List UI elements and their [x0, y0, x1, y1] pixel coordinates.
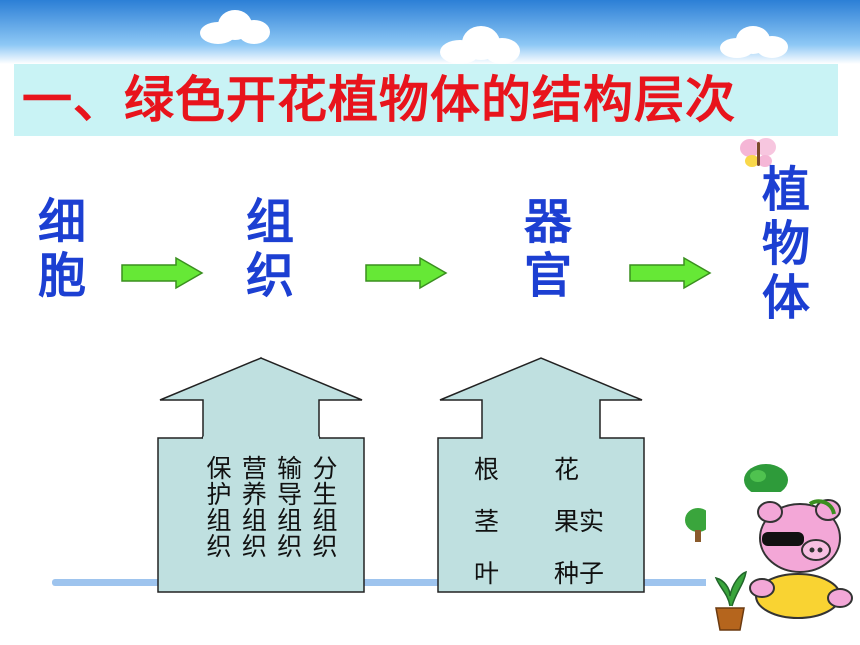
organ-fruit: 果实 — [554, 507, 605, 536]
organ-leaf: 叶 — [474, 559, 500, 588]
organ-up-arrow-box — [437, 357, 645, 593]
potted-plant-icon — [714, 570, 747, 631]
tissue-list: 保护组织 营养组织 输导组织 分生组织 — [200, 455, 340, 575]
cloud-decoration — [720, 26, 788, 60]
slide-title: 一、绿色开花植物体的结构层次 — [22, 71, 736, 129]
organ-root: 根 — [474, 455, 500, 484]
tissue-conductive: 输导组织 — [273, 455, 303, 559]
stage-organ: 器官 — [515, 196, 571, 304]
right-arrow-icon — [629, 256, 712, 290]
tissue-up-arrow-shaft — [159, 357, 363, 440]
stage-cell: 细胞 — [29, 196, 85, 304]
organ-stem: 茎 — [474, 507, 500, 536]
organ-seed: 种子 — [554, 559, 605, 588]
tissue-nutritive: 营养组织 — [238, 455, 268, 559]
right-arrow-icon — [121, 256, 204, 290]
title-band — [14, 64, 838, 136]
organ-flower: 花 — [554, 455, 580, 484]
shrub-icon — [685, 508, 711, 542]
right-arrow-icon — [365, 256, 448, 290]
tissue-meristematic: 分生组织 — [308, 455, 338, 559]
tissue-protective: 保护组织 — [203, 455, 232, 559]
cloud-decoration — [200, 10, 270, 46]
butterfly-icon — [740, 138, 776, 167]
cloud-decoration — [440, 26, 520, 66]
stage-tissue: 组织 — [237, 196, 293, 304]
cartoon-pig-icon — [749, 499, 853, 619]
sky-banner — [0, 0, 860, 64]
stage-plant: 植物体 — [753, 164, 809, 326]
base-line — [52, 579, 712, 586]
